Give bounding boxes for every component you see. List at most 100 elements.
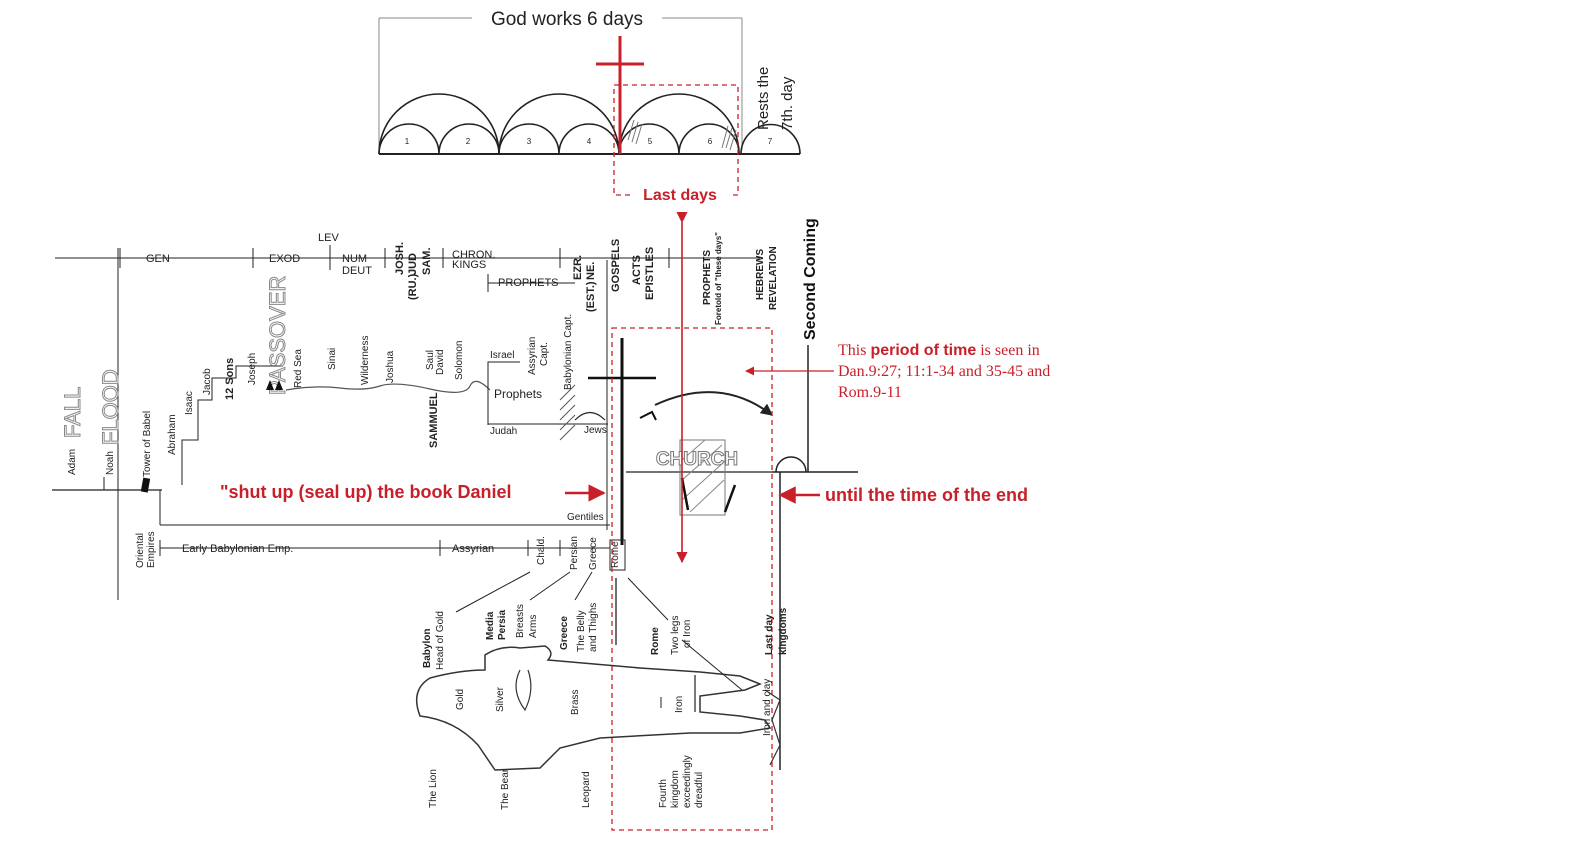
statue-babylon: Babylon <box>422 629 433 668</box>
second-coming: Second Coming <box>772 218 858 770</box>
statue-head: Head of Gold <box>435 611 446 670</box>
book-prophets: PROPHETS <box>498 277 559 289</box>
jews-label: Jews <box>584 425 607 436</box>
red-sea-label: Red Sea <box>293 349 304 388</box>
day-1: 1 <box>405 137 410 146</box>
statue-legs: Two legs <box>670 616 681 655</box>
statue-silver: Silver <box>495 686 506 712</box>
greece-label: Greece <box>588 537 599 570</box>
jacob-label: Jacob <box>202 368 213 395</box>
second-coming-label: Second Coming <box>802 218 819 340</box>
statue-bear: The Bear <box>500 768 511 810</box>
assyrian-capt-1: Assyrian <box>527 337 538 375</box>
note-bold: period of time <box>870 342 977 359</box>
book-lev: LEV <box>318 232 339 244</box>
day-7: 7 <box>768 137 773 146</box>
assyrian-capt-2: Capt. <box>539 342 550 366</box>
book-revelation: REVELATION <box>768 246 779 310</box>
statue-of-iron: of Iron <box>682 620 693 648</box>
rome-label: Rome <box>610 541 621 568</box>
book-sam: SAM. <box>421 248 433 276</box>
book-prophets2: PROPHETS <box>702 250 713 305</box>
rest-line-1: Rests the <box>755 67 772 130</box>
book-exod: EXOD <box>269 253 300 265</box>
chald-label: Chald. <box>536 536 547 565</box>
book-est: (EST.) <box>585 281 597 312</box>
book-ru: (RU.) <box>407 273 419 300</box>
book-epistles: EPISTLES <box>644 247 656 300</box>
early-babylonian-label: Early Babylonian Emp. <box>182 543 293 555</box>
israel-label: Israel <box>490 350 514 361</box>
statue-leopard: Leopard <box>581 771 592 808</box>
adam-label: Adam <box>67 449 78 475</box>
statue-fourth-2: kingdom <box>670 770 681 808</box>
statue-media: Media <box>485 611 496 640</box>
daniel-left-label: "shut up (seal up) the book Daniel <box>220 482 512 502</box>
babylonian-capt-label: Babylonian Capt. <box>563 314 574 390</box>
day-2: 2 <box>466 137 471 146</box>
noah-label: Noah <box>105 451 116 475</box>
persian-label: Persian <box>569 536 580 570</box>
isaac-label: Isaac <box>184 391 195 415</box>
history-timeline: Adam FALL Noah FLOOD Tower of Babel Abra… <box>52 248 773 600</box>
day-4: 4 <box>587 137 592 146</box>
day-3: 3 <box>527 137 532 146</box>
abraham-label: Abraham <box>167 414 178 455</box>
statue-kingdoms: kingdoms <box>778 607 789 655</box>
church-label: CHURCH <box>656 449 738 470</box>
oriental-2: Empires <box>146 531 157 568</box>
gentiles-label: Gentiles <box>567 512 604 523</box>
statue-thighs: and Thighs <box>588 603 599 652</box>
statue-iron: Iron <box>674 696 685 713</box>
period-note: This period of time is seen in Dan.9:27;… <box>838 340 1098 403</box>
red-cross-icon <box>596 36 644 154</box>
saul-label: Saul <box>425 350 436 370</box>
rest-line-2: 7th. day <box>779 76 796 130</box>
last-days-label: Last days <box>643 187 717 204</box>
flood-label: FLOOD <box>98 369 123 445</box>
sammuel-label: SAMMUEL <box>428 392 440 448</box>
book-chron: CHRON. <box>452 249 495 261</box>
book-gospels: GOSPELS <box>610 239 622 292</box>
book-josh: JOSH. <box>394 242 406 275</box>
book-foretold: Foretold of "these days" <box>714 232 723 325</box>
statue-rome: Rome <box>650 627 661 655</box>
note-part-2: is seen in Dan.9:27; 11:1-34 and 35-45 a… <box>838 342 1051 401</box>
statue-last-day: Last day <box>764 614 775 655</box>
note-part-1: This <box>838 342 871 359</box>
sinai-label: Sinai <box>327 348 338 370</box>
passover-label: PASSOVER <box>265 276 290 395</box>
statue-diagram: Babylon Head of Gold Media Persia Breast… <box>415 571 789 810</box>
daniel-annotations: "shut up (seal up) the book Daniel until… <box>220 211 1028 831</box>
judah-label: Judah <box>490 426 517 437</box>
statue-fourth-4: dreadful <box>694 772 705 808</box>
assyrian-label: Assyrian <box>452 543 494 555</box>
statue-gold: Gold <box>455 689 466 710</box>
oriental-1: Oriental <box>135 533 146 568</box>
book-ezr: EZR. <box>572 255 584 280</box>
prophets-label: Prophets <box>494 387 542 401</box>
sons-label: 12 Sons <box>224 358 236 400</box>
joshua-label: Joshua <box>385 350 396 383</box>
book-acts: ACTS <box>631 255 643 285</box>
week-title: God works 6 days <box>491 9 643 30</box>
fall-label: FALL <box>60 387 85 438</box>
book-kings: KINGS <box>452 259 486 271</box>
statue-belly: The Belly <box>576 610 587 652</box>
statue-fourth-1: Fourth <box>658 779 669 808</box>
book-gen: GEN <box>146 253 170 265</box>
david-label: David <box>435 349 446 375</box>
statue-lion: The Lion <box>428 769 439 808</box>
week-diagram: God works 6 days Rests the 7th. day 1 2 … <box>378 9 801 204</box>
tower-of-babel-label: Tower of Babel <box>142 411 153 477</box>
book-num: NUM <box>342 253 367 265</box>
solomon-label: Solomon <box>454 341 465 380</box>
day-6: 6 <box>708 137 713 146</box>
book-jud: JUD <box>407 253 419 275</box>
statue-fourth-3: exceedingly <box>682 755 693 808</box>
book-ne: NE. <box>585 262 597 280</box>
wilderness-label: Wilderness <box>360 336 371 385</box>
books-timeline: GEN EXOD LEV NUM DEUT JOSH. (RU.) JUD SA… <box>55 232 779 325</box>
book-hebrews: HEBREWS <box>755 249 766 300</box>
